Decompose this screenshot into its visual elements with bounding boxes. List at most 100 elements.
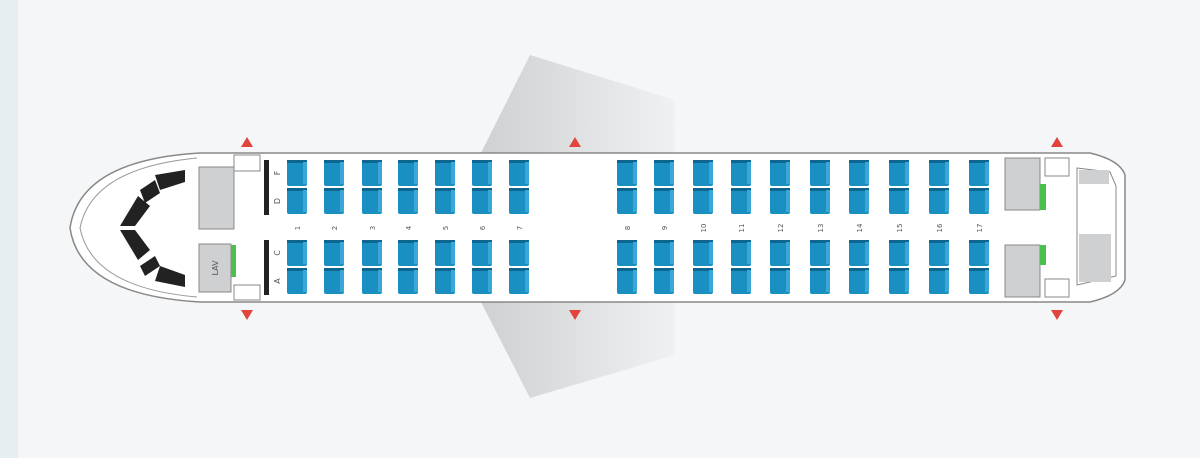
door-front-top bbox=[233, 154, 261, 172]
seat-3D[interactable] bbox=[362, 188, 382, 214]
seat-14F[interactable] bbox=[849, 160, 869, 186]
seat-7A[interactable] bbox=[509, 268, 529, 294]
seat-14C[interactable] bbox=[849, 240, 869, 266]
seat-15C[interactable] bbox=[889, 240, 909, 266]
seat-10F[interactable] bbox=[693, 160, 713, 186]
seat-13A[interactable] bbox=[810, 268, 830, 294]
seat-13C[interactable] bbox=[810, 240, 830, 266]
seat-8C[interactable] bbox=[617, 240, 637, 266]
lav-door bbox=[231, 245, 236, 277]
seat-4F[interactable] bbox=[398, 160, 418, 186]
seat-5D[interactable] bbox=[435, 188, 455, 214]
seat-14A[interactable] bbox=[849, 268, 869, 294]
row-number: 3 bbox=[369, 226, 377, 230]
exit-arrow-down-icon bbox=[241, 310, 253, 320]
seat-12C[interactable] bbox=[770, 240, 790, 266]
exit-arrow-down-icon bbox=[1051, 310, 1063, 320]
seat-15F[interactable] bbox=[889, 160, 909, 186]
seat-6C[interactable] bbox=[472, 240, 492, 266]
seat-5C[interactable] bbox=[435, 240, 455, 266]
seat-14D[interactable] bbox=[849, 188, 869, 214]
left-border-strip bbox=[0, 0, 18, 458]
seat-4A[interactable] bbox=[398, 268, 418, 294]
seat-17D[interactable] bbox=[969, 188, 989, 214]
seat-2D[interactable] bbox=[324, 188, 344, 214]
seat-11A[interactable] bbox=[731, 268, 751, 294]
seat-10C[interactable] bbox=[693, 240, 713, 266]
seat-8A[interactable] bbox=[617, 268, 637, 294]
seat-1D[interactable] bbox=[287, 188, 307, 214]
seat-1F[interactable] bbox=[287, 160, 307, 186]
seat-15D[interactable] bbox=[889, 188, 909, 214]
exit-arrow-up-icon bbox=[241, 137, 253, 147]
seat-11C[interactable] bbox=[731, 240, 751, 266]
seat-8D[interactable] bbox=[617, 188, 637, 214]
seat-12F[interactable] bbox=[770, 160, 790, 186]
seat-17A[interactable] bbox=[969, 268, 989, 294]
seat-6D[interactable] bbox=[472, 188, 492, 214]
seat-9F[interactable] bbox=[654, 160, 674, 186]
seat-9C[interactable] bbox=[654, 240, 674, 266]
seat-letter-A: A bbox=[273, 278, 282, 284]
seat-6F[interactable] bbox=[472, 160, 492, 186]
seat-4D[interactable] bbox=[398, 188, 418, 214]
seat-2A[interactable] bbox=[324, 268, 344, 294]
seat-8F[interactable] bbox=[617, 160, 637, 186]
seat-16F[interactable] bbox=[929, 160, 949, 186]
seat-16A[interactable] bbox=[929, 268, 949, 294]
seat-letter-C: C bbox=[273, 250, 282, 256]
door-front-bottom bbox=[233, 284, 261, 301]
seat-12D[interactable] bbox=[770, 188, 790, 214]
seat-16D[interactable] bbox=[929, 188, 949, 214]
seat-9A[interactable] bbox=[654, 268, 674, 294]
seat-9D[interactable] bbox=[654, 188, 674, 214]
seat-12A[interactable] bbox=[770, 268, 790, 294]
seat-3C[interactable] bbox=[362, 240, 382, 266]
seat-3F[interactable] bbox=[362, 160, 382, 186]
seat-15A[interactable] bbox=[889, 268, 909, 294]
door-rear-bottom bbox=[1044, 278, 1070, 298]
seat-16C[interactable] bbox=[929, 240, 949, 266]
seat-10D[interactable] bbox=[693, 188, 713, 214]
row-number: 14 bbox=[856, 223, 864, 232]
seat-17C[interactable] bbox=[969, 240, 989, 266]
wing-bottom bbox=[480, 300, 675, 398]
seat-17F[interactable] bbox=[969, 160, 989, 186]
seat-7F[interactable] bbox=[509, 160, 529, 186]
bulkhead-bottom bbox=[264, 240, 269, 295]
seat-letter-D: D bbox=[273, 198, 282, 204]
row-number: 17 bbox=[976, 224, 984, 233]
seat-13F[interactable] bbox=[810, 160, 830, 186]
seat-6A[interactable] bbox=[472, 268, 492, 294]
seat-1A[interactable] bbox=[287, 268, 307, 294]
seat-2C[interactable] bbox=[324, 240, 344, 266]
row-number: 12 bbox=[777, 224, 785, 233]
exit-arrow-down-icon bbox=[569, 310, 581, 320]
seat-11F[interactable] bbox=[731, 160, 751, 186]
seat-4C[interactable] bbox=[398, 240, 418, 266]
galley-front bbox=[198, 166, 235, 230]
rear-door-green-top bbox=[1040, 184, 1046, 210]
seat-10A[interactable] bbox=[693, 268, 713, 294]
seat-11D[interactable] bbox=[731, 188, 751, 214]
row-number: 8 bbox=[624, 226, 632, 230]
wing-top bbox=[480, 55, 675, 155]
seat-1C[interactable] bbox=[287, 240, 307, 266]
seat-2F[interactable] bbox=[324, 160, 344, 186]
row-number: 7 bbox=[516, 226, 524, 230]
cockpit-windows bbox=[120, 170, 185, 287]
rear-galley-top bbox=[1079, 170, 1109, 184]
row-number: 4 bbox=[405, 225, 413, 230]
row-number: 2 bbox=[331, 226, 339, 230]
seat-7C[interactable] bbox=[509, 240, 529, 266]
seat-7D[interactable] bbox=[509, 188, 529, 214]
row-number: 10 bbox=[700, 224, 708, 233]
row-number: 11 bbox=[738, 224, 746, 233]
row-number: 6 bbox=[479, 225, 487, 230]
exit-arrow-up-icon bbox=[569, 137, 581, 147]
seat-13D[interactable] bbox=[810, 188, 830, 214]
seat-3A[interactable] bbox=[362, 268, 382, 294]
seat-5A[interactable] bbox=[435, 268, 455, 294]
seat-5F[interactable] bbox=[435, 160, 455, 186]
